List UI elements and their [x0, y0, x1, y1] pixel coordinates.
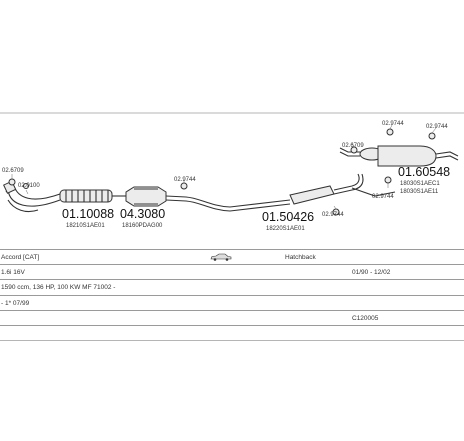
info-row-model: Accord [CAT] Hatchback [0, 249, 464, 266]
hanger-b [23, 183, 29, 189]
part-number-center-silencer: 01.50426 [262, 210, 314, 224]
leader-lines [11, 124, 437, 210]
hanger-c [180, 182, 188, 190]
part-number-rear-silencer: 01.60548 [398, 165, 450, 179]
rear-silencer [339, 145, 459, 167]
hatchback-car-icon [210, 253, 232, 261]
body-type: Hatchback [285, 254, 316, 261]
oe-number-center-silencer: 18220S1AE01 [266, 226, 305, 232]
vehicle-info-table: Accord [CAT] Hatchback 1.6i 16V 01/90 - … [0, 249, 464, 326]
hanger-label-g: 02.9744 [382, 121, 404, 127]
engine-specs: 1590 ccm, 136 HP, 100 KW MF 71002 - [1, 284, 116, 292]
hanger-label-b: 02.0100 [18, 183, 40, 189]
info-row-note: - 1* 07/99 [0, 296, 464, 311]
hanger-label-h: 02.9744 [426, 124, 448, 130]
oe-number-catalytic-converter: 18160PDAG00 [122, 223, 163, 229]
info-row-engine: 1.6i 16V 01/90 - 12/02 [0, 265, 464, 281]
oe-number-rear-silencer-2: 18030S1AE11 [400, 189, 439, 195]
oe-number-flex-pipe: 18210S1AE01 [66, 223, 105, 229]
hanger-h [428, 132, 436, 140]
engine: 1.6i 16V [1, 269, 25, 277]
hanger-g [386, 128, 394, 136]
hanger-label-c: 02.9744 [174, 177, 196, 183]
flex-pipe [59, 189, 126, 203]
production-years: 01/90 - 12/02 [352, 269, 391, 277]
model-name: Accord [CAT] [1, 254, 40, 261]
part-number-flex-pipe: 01.10088 [62, 207, 114, 221]
production-note: - 1* 07/99 [1, 299, 30, 307]
center-silencer [289, 173, 396, 205]
hanger-label-d: 02.9744 [322, 212, 344, 218]
oe-number-rear-silencer-1: 18030S1AEC1 [400, 181, 440, 187]
bottom-rule [0, 340, 464, 341]
info-row-specs: 1590 ccm, 136 HP, 100 KW MF 71002 - [0, 280, 464, 296]
hanger-label-e: 02.9744 [372, 194, 394, 200]
hanger-e [384, 176, 392, 184]
part-number-catalytic-converter: 04.3080 [120, 207, 165, 221]
info-row-code: C120005 [0, 311, 464, 326]
catalytic-converter [125, 186, 167, 207]
catalog-code: C120005 [352, 314, 379, 322]
hanger-label-f: 02.6709 [342, 143, 364, 149]
intermediate-pipe [165, 195, 291, 212]
hanger-label-a: 02.6709 [2, 168, 24, 174]
